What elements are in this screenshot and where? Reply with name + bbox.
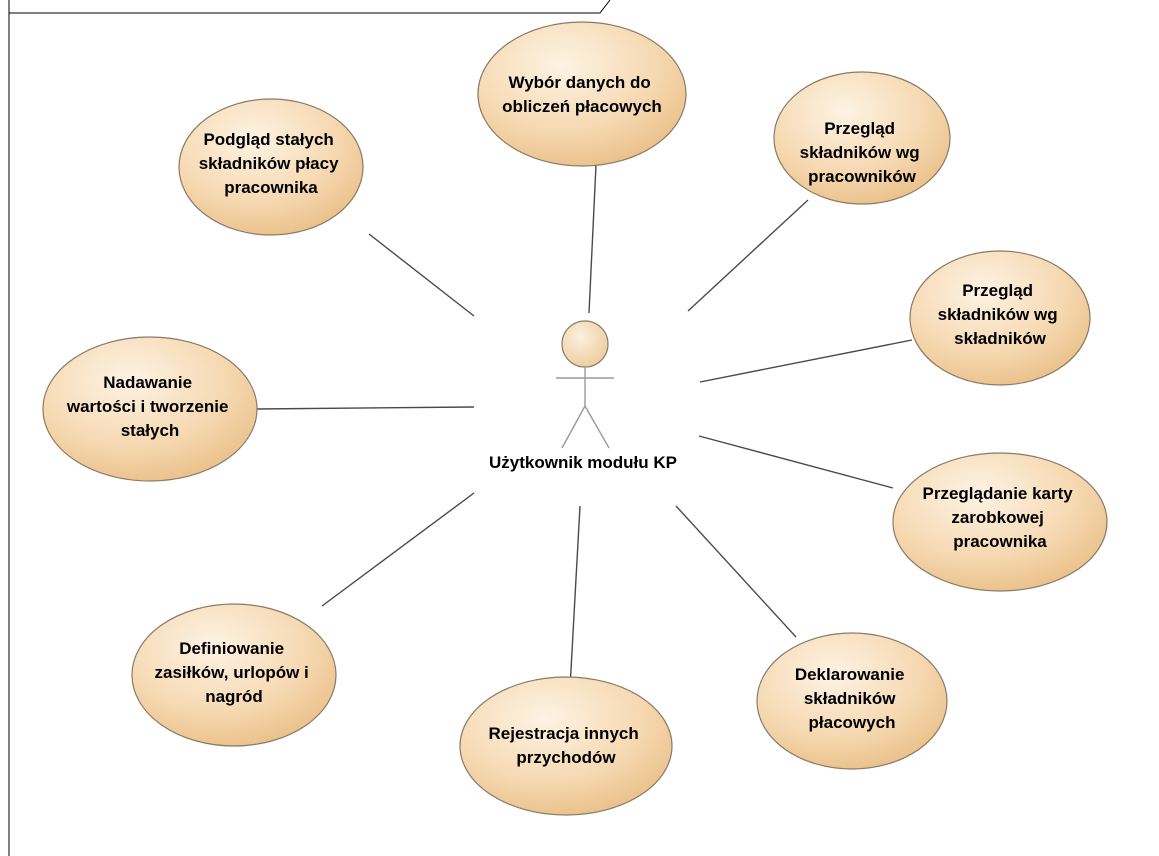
use-case-karta-line2: zarobkowej: [951, 508, 1044, 527]
use-case-definiowanie[interactable]: Definiowanie zasiłków, urlopów i nagród: [131, 603, 337, 747]
use-case-przeglad-skl[interactable]: Przegląd składników wg składników: [909, 250, 1091, 386]
svg-text:Przegląd składników wg: Przegląd składników wg pracowników: [800, 119, 925, 186]
use-case-karta-line3: pracownika: [953, 532, 1047, 551]
use-case-deklarowanie[interactable]: Deklarowanie składników płacowych: [756, 632, 948, 770]
use-case-przeglad-skl-line2: składników wg: [938, 305, 1058, 324]
association-przeglad-skl: [699, 339, 913, 383]
use-case-przeglad-prac-line2: składników wg: [800, 143, 920, 162]
diagram-frame: [8, 0, 611, 856]
svg-text:Przeglądanie karty zarob: Przeglądanie karty zarobkowej pracownika: [923, 484, 1078, 551]
svg-text:Wybór danych do obliczeń: Wybór danych do obliczeń płacowych: [502, 73, 662, 116]
svg-text:Nadawanie wartości i two: Nadawanie wartości i tworzenie stałych: [66, 373, 233, 440]
use-case-nadawanie-line1: Nadawanie: [103, 373, 192, 392]
association-definiowanie: [321, 492, 475, 607]
use-case-podglad-line3: pracownika: [224, 178, 318, 197]
use-case-wybor[interactable]: Wybór danych do obliczeń płacowych: [477, 21, 687, 167]
use-case-deklarowanie-line3: płacowych: [809, 713, 896, 732]
use-case-nadawanie[interactable]: Nadawanie wartości i tworzenie stałych: [42, 336, 258, 482]
association-przeglad-prac: [687, 199, 809, 312]
svg-text:Podgląd stałych składnik: Podgląd stałych składników płacy pracown…: [199, 130, 344, 197]
use-case-karta-line1: Przeglądanie karty: [923, 484, 1074, 503]
association-rejestracja: [569, 505, 581, 689]
svg-text:Definiowanie zasiłków, u: Definiowanie zasiłków, urlopów i nagród: [154, 639, 313, 706]
use-case-definiowanie-line1: Definiowanie: [179, 639, 284, 658]
association-wybor: [588, 164, 597, 314]
svg-text:Przegląd składników wg: Przegląd składników wg składników: [938, 281, 1063, 348]
use-case-podglad[interactable]: Podgląd stałych składników płacy pracown…: [178, 98, 364, 236]
use-case-definiowanie-line2: zasiłków, urlopów i: [154, 663, 308, 682]
use-case-rejestracja[interactable]: Rejestracja innych przychodów: [459, 676, 673, 816]
use-case-przeglad-prac-line3: pracowników: [808, 167, 916, 186]
use-case-rejestracja-line2: przychodów: [516, 748, 616, 767]
actor-head: [561, 320, 609, 368]
use-case-nadawanie-line3: stałych: [121, 421, 180, 440]
use-case-podglad-line2: składników płacy: [199, 154, 339, 173]
association-podglad: [368, 233, 475, 317]
use-case-podglad-line1: Podgląd stałych: [203, 130, 333, 149]
use-case-definiowanie-line3: nagród: [205, 687, 263, 706]
use-case-deklarowanie-line2: składników: [804, 689, 896, 708]
association-nadawanie: [255, 406, 475, 410]
use-case-przeglad-skl-line3: składników: [954, 329, 1046, 348]
use-case-przeglad-skl-line1: Przegląd: [962, 281, 1033, 300]
svg-text:Deklarowanie składników: Deklarowanie składników płacowych: [795, 665, 909, 732]
use-case-deklarowanie-line1: Deklarowanie: [795, 665, 905, 684]
association-deklarowanie: [675, 505, 797, 638]
actor-user[interactable]: Użytkownik modułu KP: [489, 320, 677, 472]
actor-label: Użytkownik modułu KP: [489, 453, 677, 472]
use-case-wybor-line1: Wybór danych do: [508, 73, 650, 92]
use-case-rejestracja-line1: Rejestracja innych: [489, 724, 639, 743]
use-case-przeglad-prac-line1: Przegląd: [824, 119, 895, 138]
association-karta: [698, 435, 894, 489]
use-case-przeglad-prac[interactable]: Przegląd składników wg pracowników: [773, 71, 951, 205]
associations: [255, 164, 913, 689]
svg-text:Rejestracja innych przyc: Rejestracja innych przychodów: [489, 724, 644, 767]
use-case-karta[interactable]: Przeglądanie karty zarobkowej pracownika: [892, 452, 1108, 592]
use-case-nadawanie-line2: wartości i tworzenie: [66, 397, 229, 416]
use-case-wybor-line2: obliczeń płacowych: [502, 97, 662, 116]
